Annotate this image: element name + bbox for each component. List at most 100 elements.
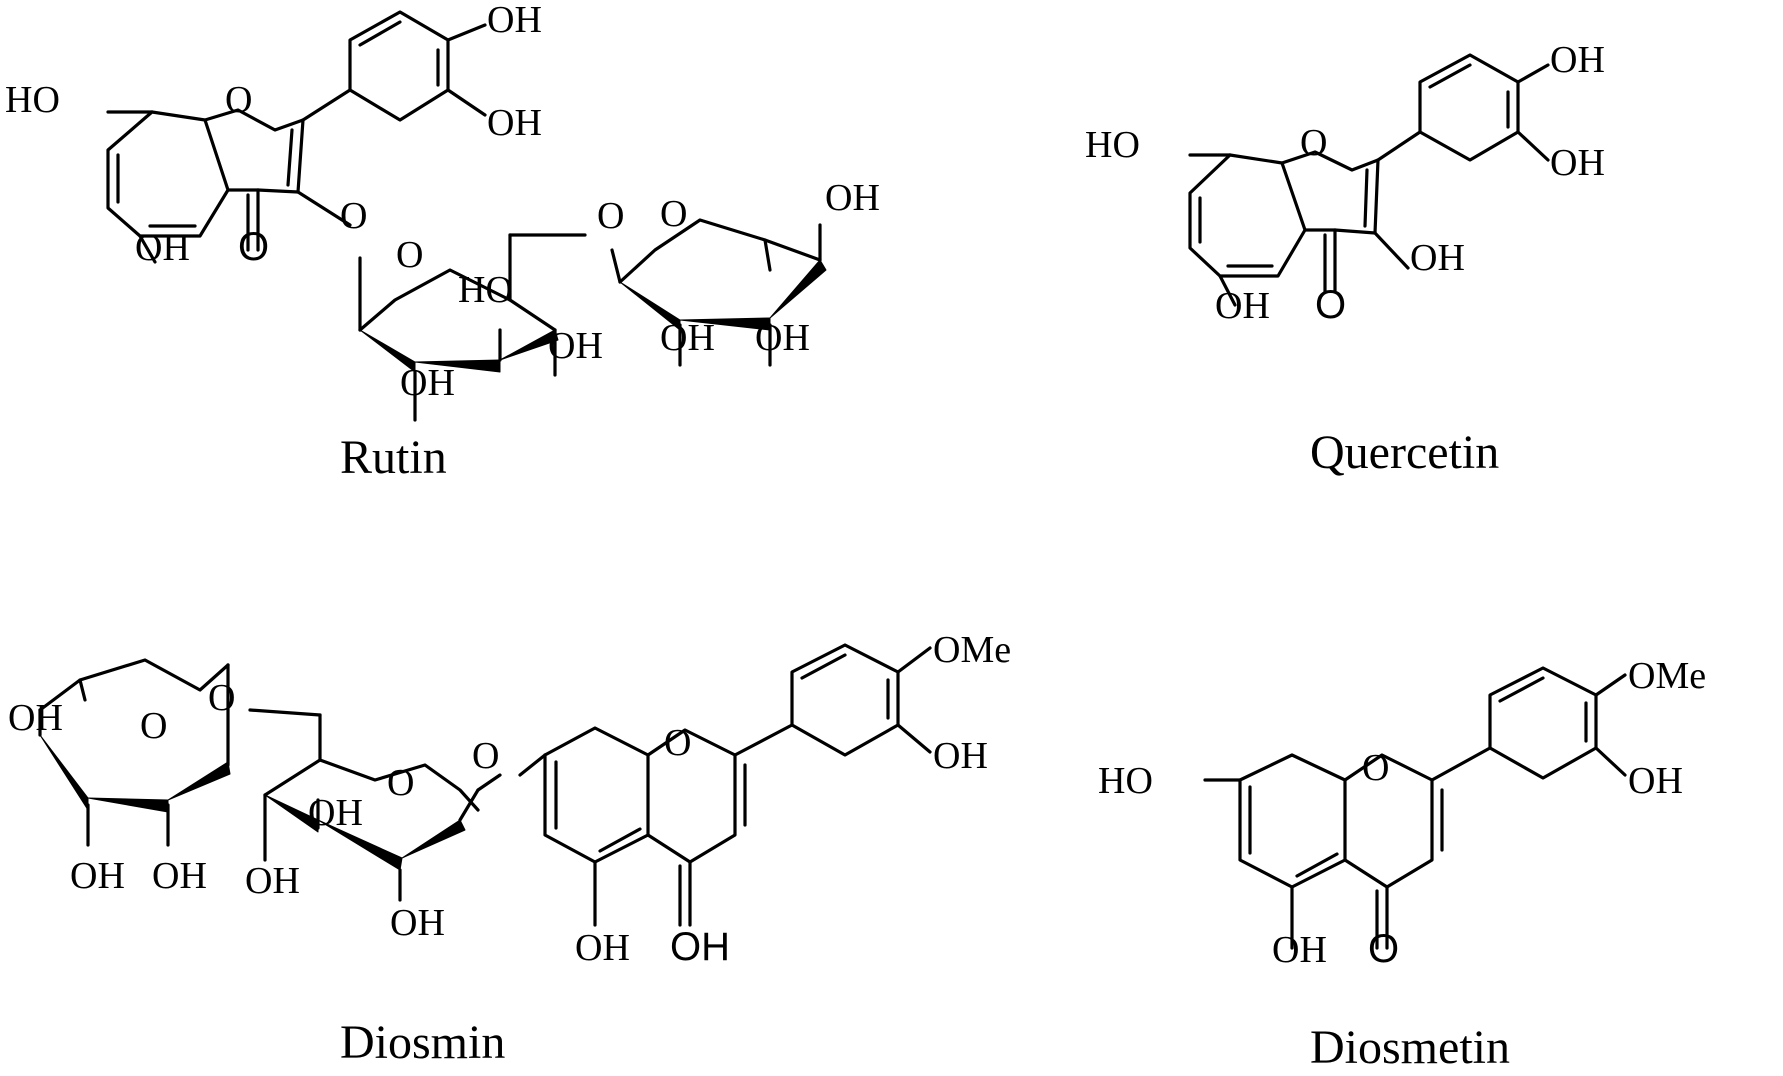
rutin-label: OH [400,362,455,404]
rutin-label: OH [755,317,810,359]
quercetin-label: O [1315,283,1346,327]
rutin-a-ring-oh-bond [138,234,157,264]
quercetin-structure: OH HO O OH OH OH O Quercetin [1085,39,1605,479]
diosmin-rhamnose-ring [38,658,230,712]
rutin-glucose-wedge [499,329,559,361]
rutin-glucose-wedge [359,329,416,373]
diosmin-rhamnose-wedge [87,797,169,813]
diosmin-label: OH [245,860,300,902]
diosmetin-b-ring-ome-bond [1594,673,1627,697]
diosmin-glucose-bond [263,758,322,797]
rutin-rhamnose-ring [618,218,822,284]
diosmin-label: OH [308,792,363,834]
quercetin-caption: Quercetin [1310,426,1499,479]
quercetin-c2-c3-bond [1373,158,1380,235]
diosmetin-caption: Diosmetin [1310,1021,1510,1074]
rutin-rhamnose-wedge [769,259,827,319]
diosmin-label: OH [390,902,445,944]
quercetin-b-ring-oh-bond [1516,63,1550,84]
diosmin-label: O [472,735,499,777]
diosmin-glycoside-bond [518,753,547,777]
quercetin-a-ring-oh-bond [1218,274,1237,307]
rutin-structure: OH OH HO O O OH O O O OH O HO OH OH OH O… [5,0,880,484]
diosmin-b-ring-double-bond [800,653,847,680]
diosmin-label: O [387,762,414,804]
quercetin-b-ring-oh-bond [1516,130,1550,162]
diosmin-label: OH [670,925,730,969]
rutin-c2-c3-double-bond [286,128,294,187]
diosmin-b-ring-oh-bond [896,723,932,754]
diosmin-label: OH [152,855,207,897]
rutin-b-ring-oh-bond [446,23,487,42]
diosmin-a-ring-double-bond [598,827,642,853]
diosmin-label: OH [70,855,125,897]
quercetin-label: HO [1085,124,1140,166]
diosmin-label: OH [933,735,988,777]
diosmin-b-ring-ome-bond [896,646,932,674]
diosmin-rhamnose-methyl [78,678,87,702]
rutin-rhamnose-methyl [763,238,772,272]
diosmetin-b-ring-oh-bond [1594,746,1627,777]
diosmin-c-ring [646,728,737,864]
rutin-glycoside-bond [296,190,352,227]
quercetin-c-ring [1280,150,1380,172]
rutin-label: O [238,225,269,269]
diosmetin-label: OH [1628,760,1683,802]
quercetin-b-ring-double-bond [1428,63,1472,89]
diosmetin-label: HO [1098,760,1153,802]
diosmetin-label: O [1368,927,1399,971]
diosmetin-a-ring-double-bond [1295,852,1339,878]
rutin-rhamnose-wedge [679,317,771,331]
rutin-label: OH [487,0,542,41]
diosmin-structure: OMe OH O O OH O O O OH OH OH OH OH OH OH… [8,629,1011,1069]
diosmetin-b-ring-double-bond [1498,676,1545,703]
diosmin-glycoside-link [248,708,322,717]
rutin-c2-c3-bond [296,118,305,194]
diosmin-glucose-wedge [317,819,403,871]
diosmetin-structure: OMe HO O OH OH O Diosmetin [1098,655,1706,1074]
rutin-label: OH [487,102,542,144]
quercetin-label: OH [1410,237,1465,279]
rutin-rhamnose-bond [610,248,622,284]
diosmetin-label: OMe [1628,655,1706,697]
rutin-label: O [396,234,423,276]
diosmin-label: O [208,677,235,719]
diosmin-caption: Diosmin [340,1016,505,1069]
rutin-b-ring-oh-bond [446,88,487,117]
diosmin-label: OH [575,927,630,969]
rutin-c-ring [203,108,305,132]
rutin-rhamnose-wedge [619,281,681,331]
diosmin-rhamnose-wedge [167,761,231,801]
rutin-glucose-wedge [414,359,501,373]
rutin-label: OH [825,177,880,219]
quercetin-label: OH [1550,39,1605,81]
quercetin-3-oh-bond [1373,231,1410,270]
diosmin-glucose-bond [458,788,480,822]
diosmin-glycoside-bond [476,773,502,792]
diosmetin-b-ring [1430,666,1598,782]
diosmetin-a-ring [1238,753,1347,889]
rutin-b-ring [301,10,450,122]
diosmin-label: OH [8,697,63,739]
rutin-a-ring [106,110,230,238]
quercetin-c-ring-bond [1333,228,1377,235]
diosmin-glucose-wedge [401,819,466,859]
rutin-label: OH [660,317,715,359]
quercetin-label: O [1300,122,1327,164]
rutin-label: O [597,195,624,237]
rutin-b-ring-double-bond [358,20,402,47]
rutin-label: O [225,79,252,121]
quercetin-c2-c3-double-bond [1363,168,1369,228]
rutin-label: OH [548,325,603,367]
rutin-label: HO [5,79,60,121]
diosmin-label: O [140,705,167,747]
rutin-label: OH [135,227,190,269]
rutin-label: O [660,193,687,235]
rutin-c-ring-bond [256,188,300,194]
diosmetin-label: O [1362,747,1389,789]
rutin-glucose-ring [358,268,557,332]
diosmetin-c-ring [1343,753,1434,889]
quercetin-label: OH [1550,142,1605,184]
diosmin-rhamnose-wedge [39,734,89,811]
